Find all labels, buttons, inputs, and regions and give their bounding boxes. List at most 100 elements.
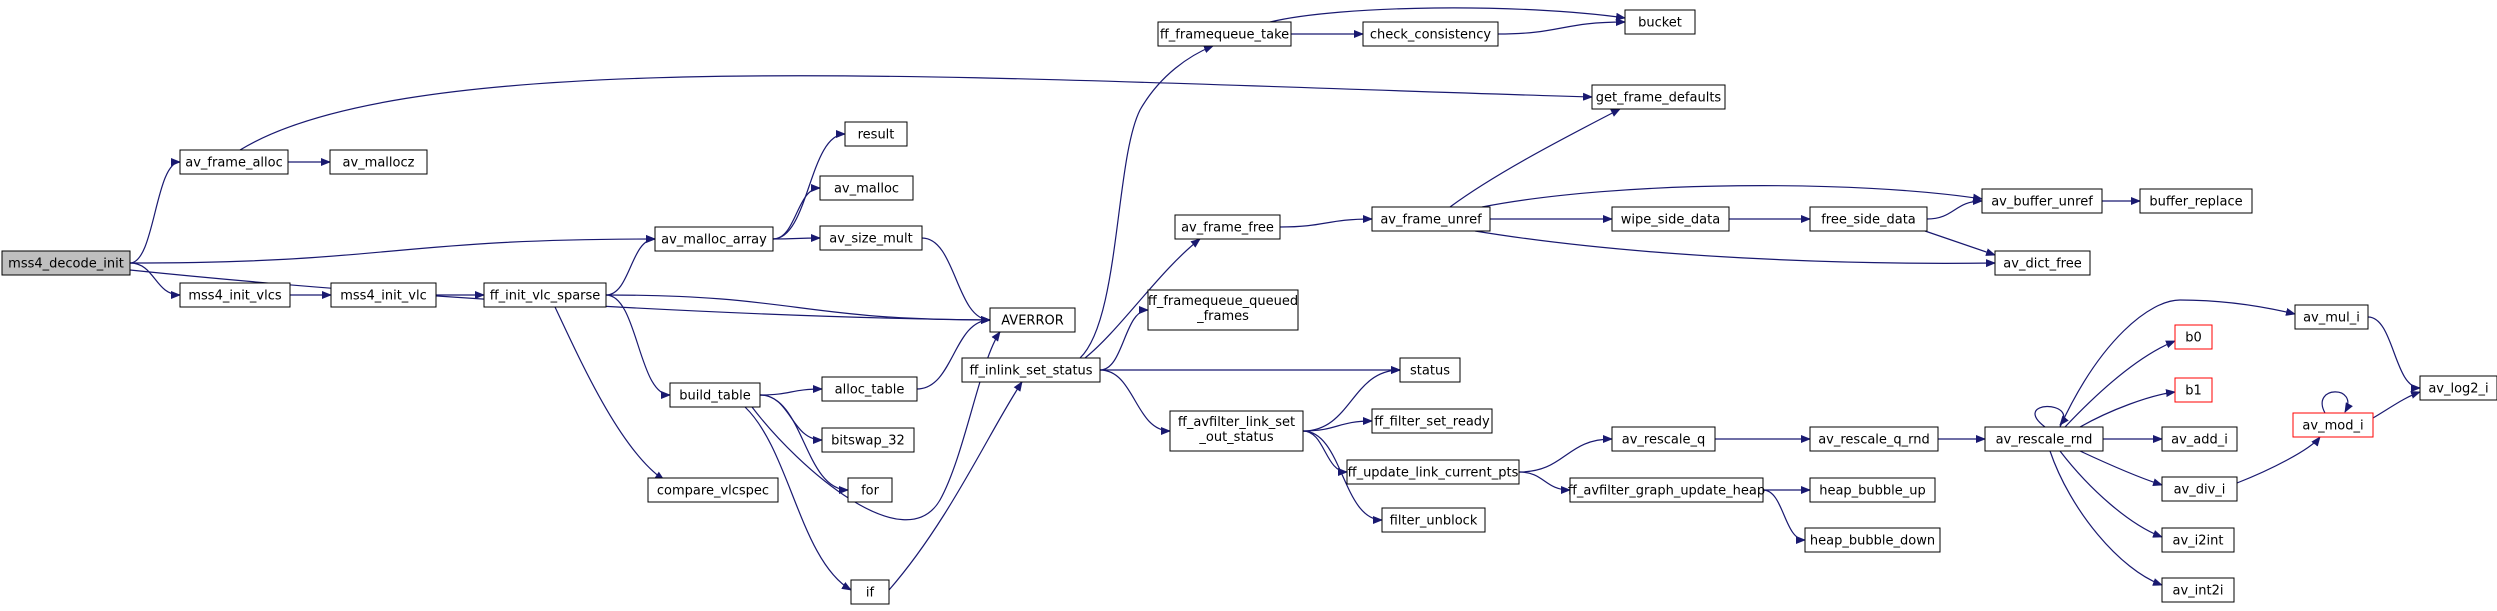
node-label: check_consistency: [1370, 28, 1492, 43]
edge-av_malloc_array-to-av_malloc: [772, 184, 821, 240]
node-b0[interactable]: b0: [2174, 324, 2213, 350]
node-label: av_malloc_array: [661, 233, 767, 248]
node-av_int2i[interactable]: av_int2i: [2161, 577, 2235, 603]
node-av_malloc[interactable]: av_malloc: [819, 175, 914, 201]
node-label: _frames: [1196, 309, 1249, 324]
node-label: status: [1410, 364, 1450, 379]
edge-av_rescale_rnd-to-av_rescale_rnd: [2034, 405, 2069, 428]
node-label: for: [861, 484, 880, 499]
node-box: [2292, 412, 2374, 438]
edge-av_rescale_rnd-to-b1: [2079, 389, 2176, 428]
edge-ff_update_link_current_pts-to-av_rescale_q: [1518, 435, 1613, 473]
node-label: free_side_data: [1821, 213, 1916, 228]
edge-av_div_i-to-av_mod_i: [2236, 436, 2321, 484]
node-av_div_i[interactable]: av_div_i: [2161, 476, 2238, 502]
node-box: [1147, 289, 1299, 331]
node-box: [1346, 459, 1520, 485]
node-label: alloc_table: [835, 383, 905, 398]
node-wipe_side_data[interactable]: wipe_side_data: [1611, 206, 1730, 232]
node-label: av_add_i: [2171, 433, 2228, 448]
node-box: [1174, 214, 1281, 240]
node-alloc_table[interactable]: alloc_table: [821, 376, 918, 402]
node-build_table[interactable]: build_table: [669, 382, 761, 408]
edge-av_frame_alloc-to-get_frame_defaults: [239, 75, 1593, 151]
node-status[interactable]: status: [1399, 357, 1461, 383]
node-heap_bubble_up[interactable]: heap_bubble_up: [1809, 477, 1936, 503]
node-av_add_i[interactable]: av_add_i: [2161, 426, 2238, 452]
node-label: av_div_i: [2174, 483, 2226, 498]
node-for[interactable]: for: [847, 477, 893, 503]
node-av_rescale_q[interactable]: av_rescale_q: [1611, 426, 1716, 452]
node-bucket[interactable]: bucket: [1624, 9, 1696, 35]
node-box: [850, 579, 890, 605]
node-box: [1569, 477, 1764, 503]
node-av_mul_i[interactable]: av_mul_i: [2294, 304, 2369, 330]
node-label: mss4_init_vlcs: [188, 289, 281, 304]
node-av_frame_unref[interactable]: av_frame_unref: [1371, 206, 1491, 232]
node-label: build_table: [679, 389, 750, 404]
node-box: [989, 307, 1076, 333]
node-box: [1157, 21, 1292, 47]
node-av_mallocz[interactable]: av_mallocz: [329, 149, 428, 175]
node-av_rescale_q_rnd[interactable]: av_rescale_q_rnd: [1809, 426, 1939, 452]
edge-mss4_decode_init-to-av_frame_alloc: [129, 158, 181, 264]
node-label: heap_bubble_down: [1810, 534, 1935, 549]
node-heap_bubble_down[interactable]: heap_bubble_down: [1804, 527, 1941, 553]
node-av_size_mult[interactable]: av_size_mult: [819, 225, 923, 251]
node-if[interactable]: if: [850, 579, 890, 605]
node-av_frame_free[interactable]: av_frame_free: [1174, 214, 1281, 240]
node-check_consistency[interactable]: check_consistency: [1362, 21, 1499, 47]
node-label: av_int2i: [2173, 584, 2224, 599]
node-buffer_replace[interactable]: buffer_replace: [2139, 188, 2253, 214]
node-box: [2174, 324, 2213, 350]
node-av_rescale_rnd[interactable]: av_rescale_rnd: [1984, 426, 2104, 452]
node-av_malloc_array[interactable]: av_malloc_array: [654, 226, 774, 252]
node-ff_inlink_set_status[interactable]: ff_inlink_set_status: [961, 357, 1101, 383]
node-label: av_rescale_rnd: [1996, 433, 2093, 448]
node-label: ff_avfilter_graph_update_heap: [1568, 484, 1765, 499]
edge-ff_init_vlc_sparse-to-av_malloc_array: [605, 235, 656, 296]
node-get_frame_defaults[interactable]: get_frame_defaults: [1591, 84, 1726, 110]
node-free_side_data[interactable]: free_side_data: [1809, 206, 1928, 232]
node-ff_avfilter_link_set_out_status[interactable]: ff_avfilter_link_set_out_status: [1169, 410, 1304, 452]
node-label: buffer_replace: [2149, 195, 2242, 210]
node-box: [1624, 9, 1696, 35]
nodes-layer: mss4_decode_init av_frame_alloc av_mallocz…: [1, 9, 2497, 605]
node-mss4_init_vlc[interactable]: mss4_init_vlc: [330, 282, 437, 308]
node-filter_unblock[interactable]: filter_unblock: [1381, 507, 1486, 533]
node-box: [1804, 527, 1941, 553]
node-ff_update_link_current_pts[interactable]: ff_update_link_current_pts: [1346, 459, 1520, 485]
node-ff_init_vlc_sparse[interactable]: ff_init_vlc_sparse: [483, 282, 607, 308]
node-label: mss4_init_vlc: [340, 289, 427, 304]
node-mss4_init_vlcs[interactable]: mss4_init_vlcs: [179, 282, 291, 308]
node-box: [1809, 477, 1936, 503]
node-ff_framequeue_queued_frames[interactable]: ff_framequeue_queued_frames: [1147, 289, 1299, 331]
node-ff_framequeue_take[interactable]: ff_framequeue_take: [1157, 21, 1292, 47]
node-av_mod_i[interactable]: av_mod_i: [2292, 412, 2374, 438]
node-AVERROR[interactable]: AVERROR: [989, 307, 1076, 333]
node-mss4_decode_init[interactable]: mss4_decode_init: [1, 250, 131, 276]
node-label: av_frame_alloc: [185, 156, 283, 171]
node-compare_vlcspec[interactable]: compare_vlcspec: [647, 477, 779, 503]
node-av_buffer_unref[interactable]: av_buffer_unref: [1981, 188, 2103, 214]
node-box: [2294, 304, 2369, 330]
edge-check_consistency-to-bucket: [1497, 18, 1626, 35]
node-label: wipe_side_data: [1621, 213, 1720, 228]
node-av_i2int[interactable]: av_i2int: [2161, 527, 2235, 553]
node-label: ff_framequeue_take: [1160, 28, 1289, 43]
edge-av_rescale_rnd-to-av_i2int: [2059, 450, 2163, 538]
node-label: av_mul_i: [2303, 311, 2360, 326]
node-box: [1984, 426, 2104, 452]
edge-ff_avfilter_link_set_out_status-to-ff_update_link_current_pts: [1302, 430, 1348, 476]
node-bitswap_32[interactable]: bitswap_32: [821, 427, 915, 453]
node-ff_avfilter_graph_update_heap[interactable]: ff_avfilter_graph_update_heap: [1568, 477, 1765, 503]
node-av_log2_i[interactable]: av_log2_i: [2419, 375, 2497, 401]
node-av_dict_free[interactable]: av_dict_free: [1994, 250, 2091, 276]
node-label: heap_bubble_up: [1819, 484, 1926, 499]
node-result[interactable]: result: [844, 121, 908, 147]
node-ff_filter_set_ready[interactable]: ff_filter_set_ready: [1371, 408, 1493, 434]
node-box: [821, 376, 918, 402]
node-b1[interactable]: b1: [2174, 377, 2213, 403]
node-av_frame_alloc[interactable]: av_frame_alloc: [179, 149, 289, 175]
